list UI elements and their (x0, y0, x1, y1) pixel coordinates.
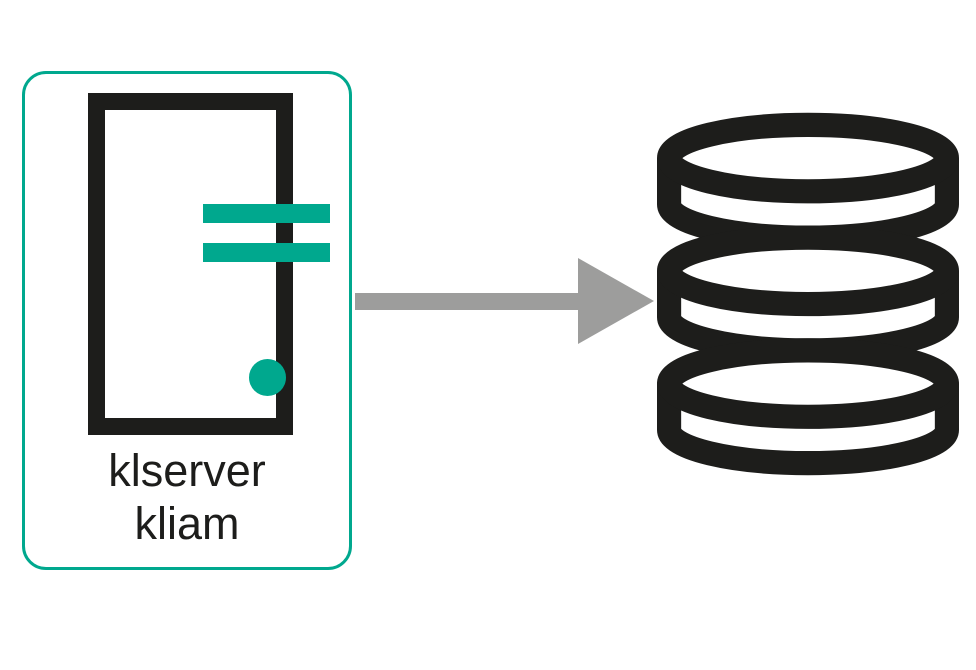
database-disk-bottom (657, 338, 959, 476)
server-label-line-1: klserver (108, 445, 266, 496)
database-disk-top (657, 112, 959, 250)
flow-arrow-head (578, 258, 654, 344)
server-power-dot (249, 359, 286, 396)
database-disk-middle (657, 225, 959, 363)
server-node-card: klserver kliam (22, 71, 352, 570)
database-icon (657, 112, 959, 476)
server-vent-bar-bottom (203, 243, 330, 262)
server-vent-bar-top (203, 204, 330, 223)
server-node-label: klserver kliam (25, 444, 349, 550)
server-tower-icon (88, 93, 330, 435)
server-label-line-2: kliam (134, 498, 240, 549)
flow-arrow-shaft (355, 293, 580, 310)
